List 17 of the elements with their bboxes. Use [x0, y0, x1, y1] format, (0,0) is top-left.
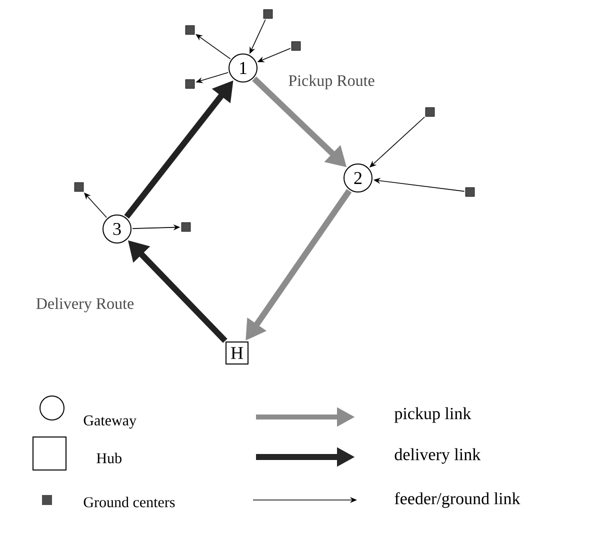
- route-label: Delivery Route: [36, 298, 134, 312]
- ground-center-square: [74, 182, 84, 192]
- legend-text: Hub: [96, 452, 122, 464]
- legend-text: feeder/ground link: [394, 492, 520, 508]
- route-label: Pickup Route: [288, 74, 374, 90]
- legend-text: delivery link: [394, 448, 481, 464]
- ground-center-square: [185, 25, 195, 35]
- legend-text: Ground centers: [84, 496, 175, 508]
- ground-center-square: [291, 41, 301, 51]
- legend-text: Gateway: [84, 415, 136, 429]
- ground-center-square: [465, 187, 475, 197]
- ground-center-square: [263, 9, 273, 19]
- ground-center-square: [181, 222, 191, 232]
- hub-box: H: [226, 342, 248, 364]
- ground-center-square: [425, 107, 435, 117]
- ground-center-square: [185, 79, 195, 89]
- legend-text: pickup link: [394, 407, 472, 423]
